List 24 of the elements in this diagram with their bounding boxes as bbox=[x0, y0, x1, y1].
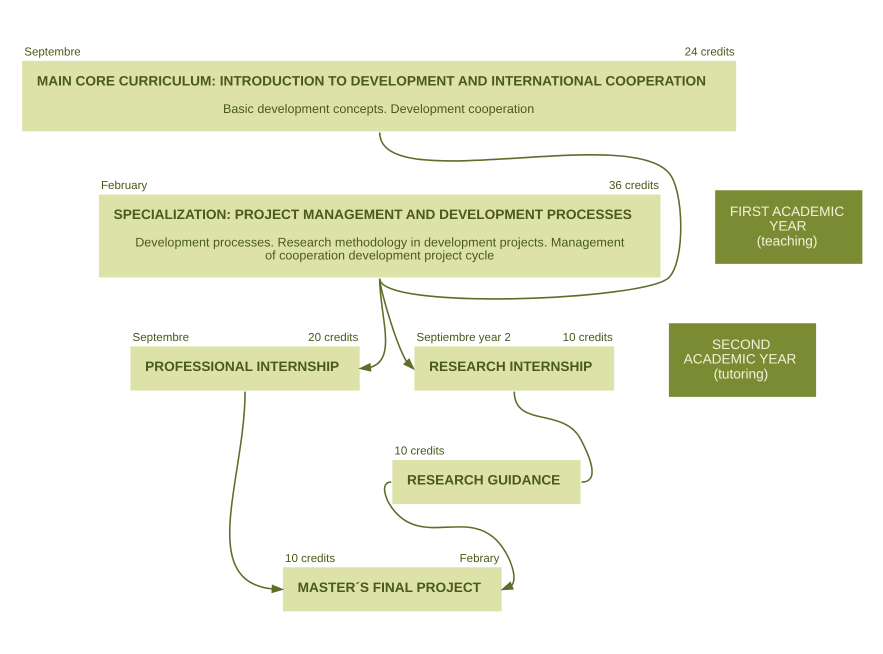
node-label: 20 credits bbox=[308, 331, 358, 344]
arrow bbox=[378, 278, 415, 370]
node-box: FIRST ACADEMIC YEAR (teaching) bbox=[714, 190, 862, 264]
node-box: MASTER´S FINAL PROJECT bbox=[282, 566, 502, 611]
node-label: February bbox=[100, 180, 147, 192]
arrow bbox=[228, 391, 284, 593]
node-box: SECOND ACADEMIC YEAR (tutoring) bbox=[668, 322, 816, 396]
arrow bbox=[383, 480, 514, 590]
node-label: Septembre bbox=[24, 46, 80, 58]
node-label: 24 credits bbox=[684, 46, 734, 58]
node-label: Febrary bbox=[459, 552, 499, 564]
node-label: Septiembre year 2 bbox=[416, 331, 510, 344]
node-label: Septembre bbox=[132, 331, 189, 344]
node-box: SPECIALIZATION: PROJECT MANAGEMENT AND DEVELOPMENT PROCESSES Development processes. Research methodology in development projects. Management of cooperation development project cycle bbox=[98, 194, 660, 278]
node-label: 10 credits bbox=[284, 552, 335, 564]
connector bbox=[513, 391, 592, 482]
node-box: PROFESSIONAL INTERNSHIP bbox=[130, 346, 360, 390]
node-label: 36 credits bbox=[608, 180, 659, 192]
node-label: 10 credits bbox=[562, 331, 612, 344]
connector bbox=[378, 132, 682, 300]
node-label: 10 credits bbox=[394, 445, 444, 458]
node-box: RESEARCH INTERNSHIP bbox=[414, 346, 614, 390]
node-box: MAIN CORE CURRICULUM: INTRODUCTION TO DEVELOPMENT AND INTERNATIONAL COOPERATION Basic development concepts. Development cooperation bbox=[22, 60, 736, 131]
node-box: RESEARCH GUIDANCE bbox=[392, 460, 580, 504]
